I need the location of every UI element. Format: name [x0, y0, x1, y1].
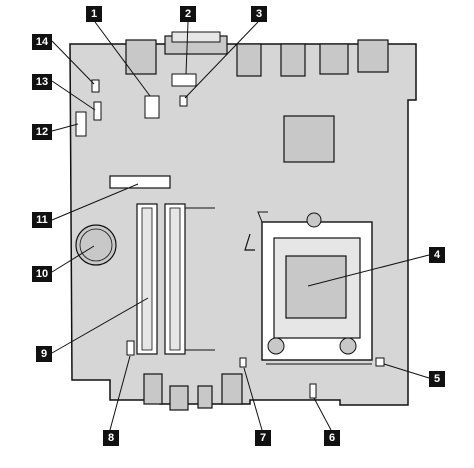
connector-2	[171, 73, 197, 87]
front-audio-2	[221, 373, 243, 405]
callout-1: 1	[86, 6, 102, 22]
header-8	[126, 340, 135, 356]
front-audio-1	[197, 385, 213, 409]
callout-8: 8	[103, 430, 119, 446]
callout-4: 4	[429, 247, 445, 263]
battery	[75, 224, 117, 266]
serial-port-inner	[171, 31, 221, 43]
rear-io-block-4	[319, 43, 349, 75]
callout-14: 14	[32, 34, 52, 50]
callout-6: 6	[324, 430, 340, 446]
header-7	[239, 357, 247, 368]
cpu-socket	[244, 211, 373, 365]
callout-3: 3	[251, 6, 267, 22]
connector-1	[144, 95, 160, 119]
callout-11: 11	[32, 212, 52, 228]
callout-12: 12	[32, 124, 52, 140]
callout-7: 7	[255, 430, 271, 446]
callout-2: 2	[180, 6, 196, 22]
chipset	[283, 115, 335, 163]
header-14	[91, 79, 100, 93]
callout-5: 5	[429, 371, 445, 387]
rear-io-block-2	[236, 43, 262, 77]
callout-10: 10	[32, 266, 52, 282]
callout-9: 9	[36, 346, 52, 362]
header-6	[309, 383, 317, 399]
battery-inner	[79, 228, 113, 262]
leader-lines	[51, 21, 430, 431]
rear-io-block-3	[280, 43, 306, 77]
connector-11	[109, 175, 171, 189]
header-13	[93, 101, 102, 121]
memory-slots	[136, 203, 215, 355]
callout-13: 13	[32, 74, 52, 90]
connector-12	[75, 111, 87, 137]
front-usb-1	[143, 373, 163, 405]
front-usb-2	[169, 385, 189, 411]
header-5	[375, 357, 385, 367]
rear-io-block-5	[357, 39, 389, 73]
rear-io-block-1	[125, 39, 157, 75]
header-3	[179, 95, 188, 107]
